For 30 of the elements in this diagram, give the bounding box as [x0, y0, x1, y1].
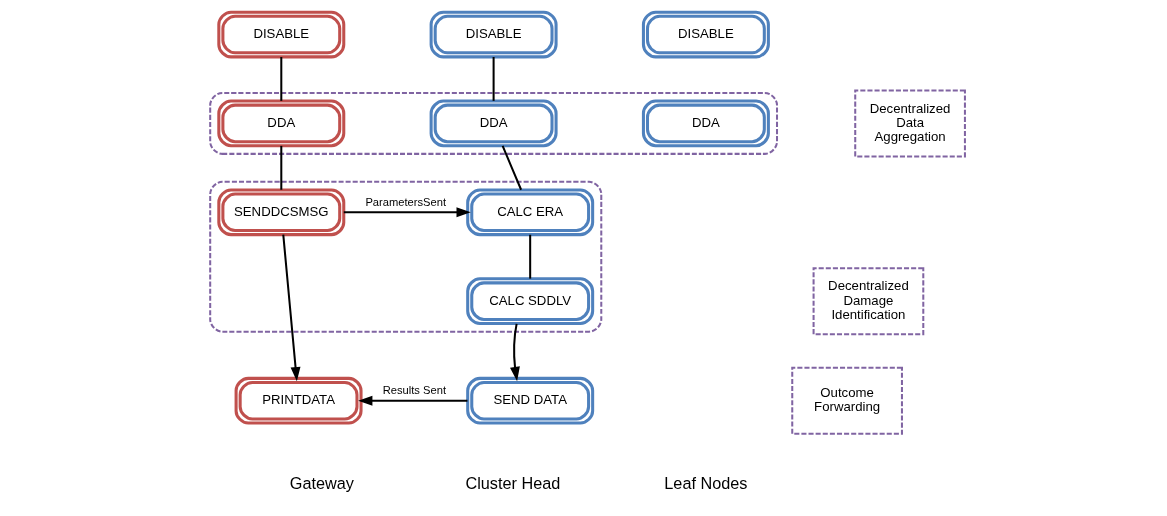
cluster [209, 91, 779, 155]
node-box: DDA [641, 99, 770, 148]
connector [280, 145, 283, 190]
node-box: DISABLE [641, 10, 770, 59]
arrow [510, 323, 520, 382]
node-box: DDA [429, 99, 558, 148]
cluster [209, 180, 603, 333]
arrow [282, 234, 301, 382]
node-box: CALC ERA [466, 188, 595, 237]
connector [501, 145, 523, 191]
connector [280, 57, 283, 101]
node-box: Decentralized Data Aggregation [854, 89, 966, 158]
node-box: Outcome Forwarding [791, 366, 903, 435]
node-box: DISABLE [429, 10, 558, 59]
node-box: SEND DATA [466, 376, 595, 425]
node-box: CALC SDDLV [466, 277, 595, 326]
edge-label: ParametersSent [365, 195, 447, 208]
node-box: SENDDCSMSG [217, 188, 346, 237]
arrow [358, 395, 468, 406]
node-box: DISABLE [217, 10, 346, 59]
edge-label: Results Sent [382, 384, 446, 397]
node-box: PRINTDATA [234, 376, 363, 425]
arrow [343, 207, 471, 218]
node-box: Decentralized Damage Identification [812, 267, 925, 336]
connector [492, 57, 495, 101]
label: Gateway [289, 474, 354, 493]
label: Leaf Nodes [664, 474, 748, 493]
connector [529, 234, 532, 279]
node-box: DDA [217, 99, 346, 148]
label: Cluster Head [465, 474, 561, 493]
